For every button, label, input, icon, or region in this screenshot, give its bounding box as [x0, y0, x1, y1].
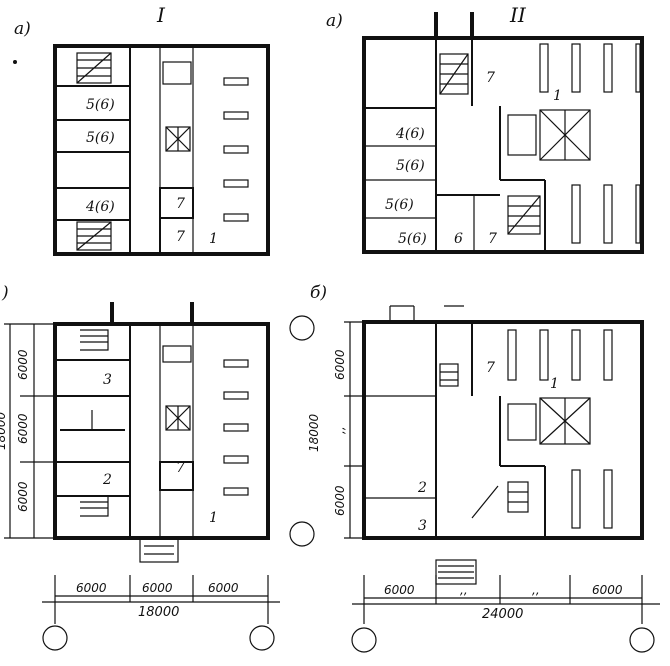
room-label: 2: [102, 472, 112, 488]
plan-top-left: а): [13, 19, 270, 256]
column-header-left: I: [156, 3, 166, 27]
dimension-label: 6000: [16, 413, 30, 444]
room-label: 5(6): [86, 130, 115, 146]
dimension-label: 6000: [142, 581, 173, 595]
column-header-right: II: [509, 3, 527, 27]
dimension-label: 18000: [0, 411, 8, 450]
dimension-label: 18000: [138, 605, 179, 620]
room-label: 1: [209, 510, 218, 526]
dimension-label: 6000: [333, 349, 347, 380]
plan-bottom-right: б): [289, 283, 660, 653]
dimension-label: 6000: [384, 583, 415, 597]
room-label: 3: [103, 372, 112, 388]
plan-top-right: а): [326, 11, 644, 254]
dimension-label: ,,: [532, 583, 540, 597]
room-label: 1: [550, 376, 559, 392]
room-label: 3: [418, 518, 427, 534]
dimension-label: 6000: [592, 583, 623, 597]
room-label: 1: [209, 231, 218, 247]
room-label: 7: [488, 231, 497, 247]
room-label: 7: [486, 360, 495, 376]
room-label: 5(6): [86, 97, 115, 113]
room-label: 4(6): [395, 126, 425, 142]
dimension-label: 6000: [208, 581, 239, 595]
room-label: 4(6): [85, 199, 115, 215]
plan-bottom-left: ): [0, 283, 280, 651]
room-label: 7: [176, 460, 185, 476]
variant-label: а): [326, 11, 343, 31]
dimension-label: ,,: [333, 426, 347, 434]
room-label: 7: [486, 70, 495, 86]
room-label: 7: [176, 229, 185, 245]
variant-label: ): [1, 283, 9, 303]
dimension-label: ,,: [460, 583, 468, 597]
room-label: 6: [454, 231, 463, 247]
room-label: 2: [417, 480, 427, 496]
room-label: 5(6): [385, 197, 414, 213]
dimension-label: 6000: [16, 349, 30, 380]
dimension-label: 6000: [16, 481, 30, 512]
room-label: 1: [553, 88, 562, 104]
dimension-label: 6000: [76, 581, 107, 595]
room-label: 5(6): [398, 231, 427, 247]
variant-label: б): [310, 283, 327, 303]
room-label: 7: [176, 196, 185, 212]
room-label: 5(6): [396, 158, 425, 174]
variant-label: а): [14, 19, 31, 39]
dimension-label: 6000: [333, 485, 347, 516]
dimension-label: 18000: [307, 413, 321, 452]
dimension-label: 24000: [482, 607, 523, 622]
